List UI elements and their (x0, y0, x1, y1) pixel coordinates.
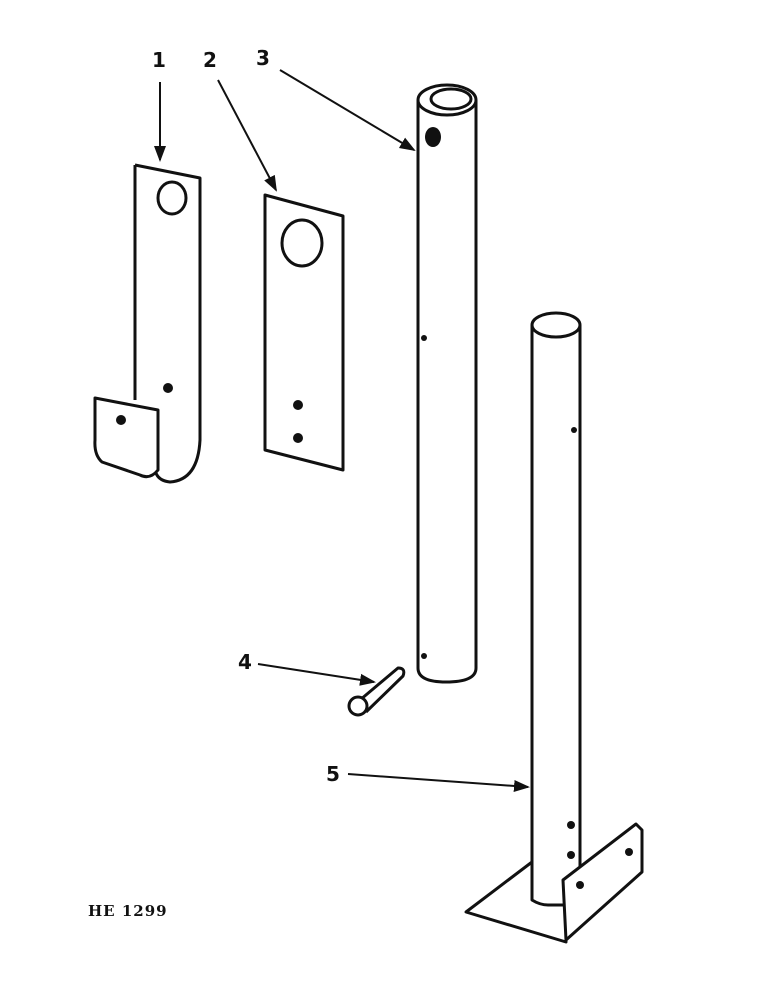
callout-4: 4 (238, 650, 252, 674)
part-5-post-with-base (464, 311, 644, 944)
part-3-tube (416, 83, 478, 684)
callout-2: 2 (203, 48, 217, 72)
part-4-pin (347, 666, 406, 717)
figure-id: HE 1299 (88, 902, 168, 920)
part-2-flat-plate (263, 193, 345, 472)
leader-line-3 (279, 69, 416, 152)
callout-5: 5 (326, 762, 340, 786)
callout-1: 1 (152, 48, 166, 72)
leader-line-2 (217, 79, 277, 192)
part-1-j-hook-bracket (93, 163, 202, 484)
leader-line-5 (347, 773, 530, 792)
leader-line-4 (257, 663, 376, 686)
callout-3: 3 (256, 46, 270, 70)
